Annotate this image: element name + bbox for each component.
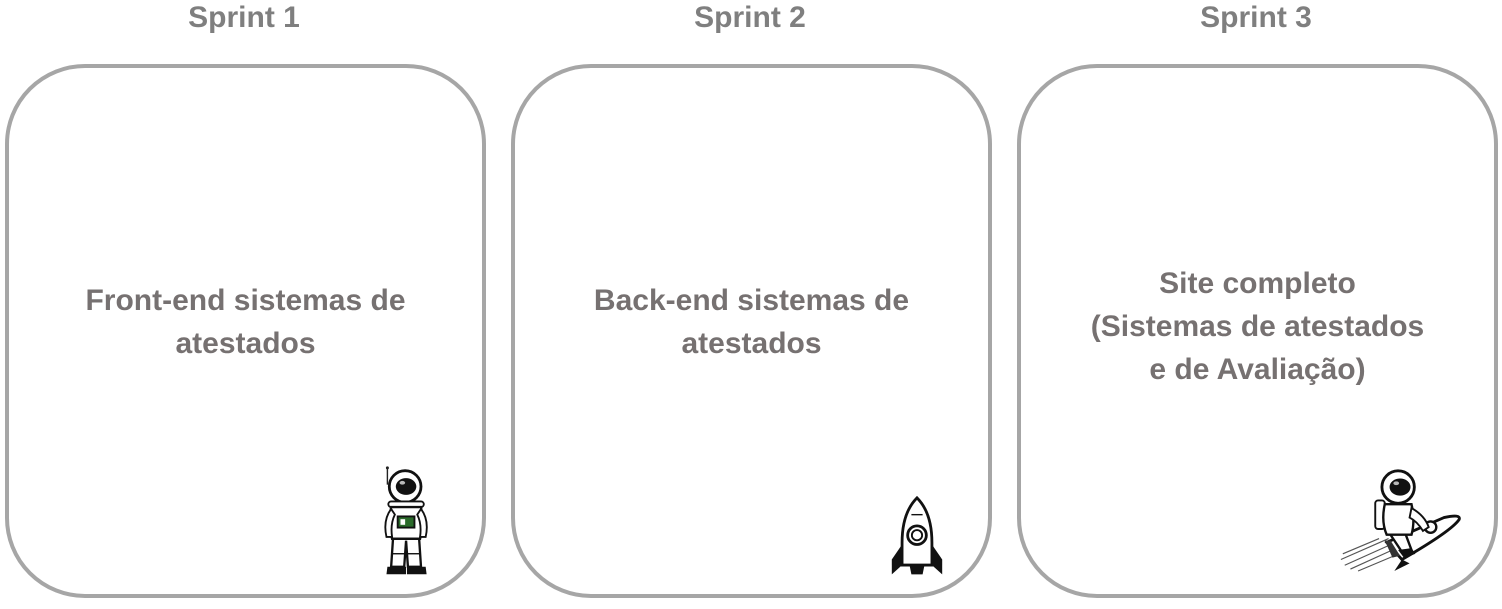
sprint-3-description-line-2: (Sistemas de atestados [1090, 310, 1425, 343]
sprint-1-description-line-1: Front-end sistemas de [85, 284, 406, 317]
sprint-1-description-line-2: atestados [175, 327, 316, 360]
sprint-2-header: Sprint 2 [694, 1, 806, 34]
sprint-3-card: Site completo (Sistemas de atestados e d… [1017, 64, 1498, 598]
sprint-2-card: Back-end sistemas de atestados [511, 64, 992, 598]
sprint-2-description: Back-end sistemas de atestados [515, 279, 988, 365]
astronaut-standing-icon [384, 466, 428, 575]
rocket-icon [891, 496, 943, 575]
sprint-3-header: Sprint 3 [1200, 1, 1312, 34]
sprint-3-description-line-1: Site completo [1159, 267, 1356, 300]
astronaut-riding-rocket-icon [1340, 469, 1461, 572]
sprint-2-description-line-2: atestados [681, 327, 822, 360]
sprint-3-description-line-3: e de Avaliação) [1149, 353, 1366, 386]
sprint-1-description: Front-end sistemas de atestados [9, 279, 482, 365]
sprint-1-header: Sprint 1 [188, 1, 300, 34]
sprint-3-description: Site completo (Sistemas de atestados e d… [1021, 262, 1494, 391]
sprint-1-card: Front-end sistemas de atestados [5, 64, 486, 598]
sprint-2-description-line-1: Back-end sistemas de [593, 284, 910, 317]
